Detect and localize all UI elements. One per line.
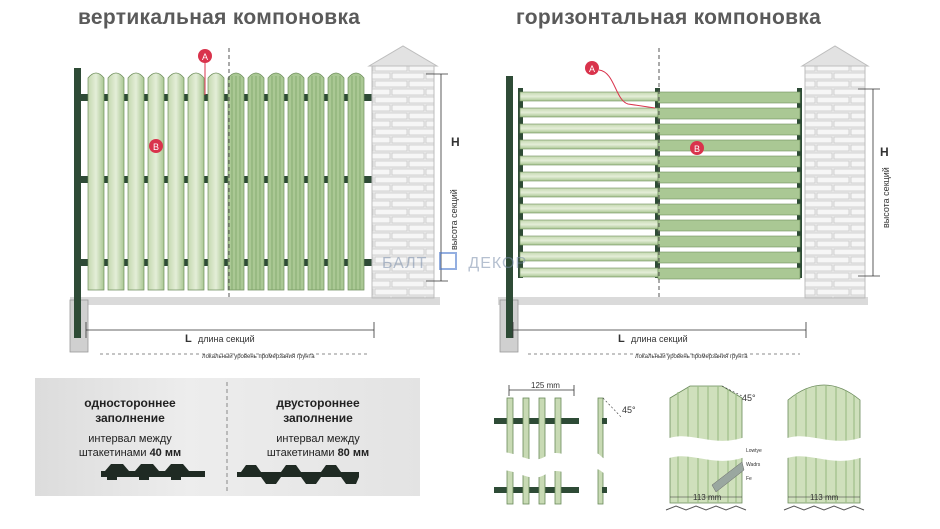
single-fill-text-1: интервал между (88, 433, 172, 445)
horizontal-picket (519, 155, 659, 166)
width-right-label: 113 mm (810, 493, 839, 502)
picket-profiles: Lowtye Wadrs Fe 45° 113 mm 113 mm (664, 384, 866, 511)
horizontal-pickets (519, 91, 801, 280)
vertical-picket (87, 72, 105, 291)
watermark-left: БАЛТ (382, 255, 428, 272)
length-label: длина секций (631, 334, 688, 344)
horizontal-picket (519, 267, 659, 278)
left-support (518, 88, 523, 278)
double-fill-text-2: штакетинами (266, 447, 335, 459)
layer-label-2: Wadrs (746, 462, 761, 468)
watermark-logo-icon (438, 252, 457, 270)
ground (70, 297, 440, 305)
brick-pillar (804, 65, 866, 299)
marker-a-label: A (202, 52, 208, 62)
angle-top-label: 45° (742, 393, 756, 403)
vertical-picket (107, 72, 125, 291)
single-fill-title-1: одностороннее (84, 396, 176, 410)
single-fill-title-2: заполнение (95, 411, 165, 425)
horizontal-picket (657, 203, 801, 216)
horizontal-picket (657, 251, 801, 264)
horizontal-picket (657, 155, 801, 168)
horizontal-picket (657, 171, 801, 184)
horizontal-picket (519, 187, 659, 198)
horizontal-picket (657, 139, 801, 152)
horizontal-picket (519, 251, 659, 262)
height-label: высота секций (881, 167, 891, 228)
horizontal-picket (519, 91, 659, 102)
middle-rail (81, 176, 373, 183)
vertical-picket (207, 72, 225, 291)
marker-a-leader (598, 69, 656, 109)
horizontal-picket (657, 267, 801, 280)
horizontal-picket (519, 203, 659, 214)
horizontal-picket (519, 107, 659, 118)
horizontal-picket (519, 123, 659, 134)
marker-b-label: B (153, 142, 159, 152)
ground-level-label: локальный уровень промерзания грунта (635, 353, 748, 360)
double-fill-title-1: двустороннее (276, 396, 360, 410)
height-letter: H (451, 135, 460, 149)
horizontal-picket (519, 171, 659, 182)
horizontal-picket (657, 107, 801, 120)
watermark-right: ДЕКОР (468, 255, 528, 272)
pillar-cap (800, 45, 870, 67)
length-letter: L (185, 333, 192, 345)
marker-a-label: A (589, 64, 595, 74)
double-fill-text-1: интервал между (276, 433, 360, 445)
length-label: длина секций (198, 334, 255, 344)
profile-sections (101, 382, 359, 492)
metal-post (74, 68, 81, 338)
middle-support (655, 88, 660, 278)
vertical-pickets (87, 72, 365, 291)
single-fill-text-2: штакетинами (78, 447, 147, 459)
ground-level-label: локальный уровень промерзания грунта (202, 353, 315, 360)
height-letter: H (880, 145, 889, 159)
single-fill-value: 40 мм (149, 447, 182, 459)
horizontal-picket (519, 235, 659, 246)
horizontal-picket (657, 123, 801, 136)
length-letter: L (618, 333, 625, 345)
horizontal-picket (519, 139, 659, 150)
lattice-detail: 125 mm 45° (494, 381, 636, 505)
fill-info-panel: одностороннее заполнение интервал между … (35, 378, 420, 496)
horizontal-layout-title: горизонтальная компоновка (516, 6, 822, 29)
width-left-label: 113 mm (693, 493, 722, 502)
single-fill-block: одностороннее заполнение интервал между … (45, 396, 215, 460)
top-rail (81, 94, 373, 101)
marker-a (198, 49, 212, 63)
vertical-layout-title: вертикальная компоновка (78, 6, 361, 29)
double-fill-title-2: заполнение (283, 411, 353, 425)
horizontal-fence: A B H высота секций L длина секций локал… (498, 45, 891, 360)
spacing-label: 125 mm (531, 381, 560, 390)
horizontal-picket (657, 91, 801, 104)
horizontal-picket (657, 219, 801, 232)
marker-a (585, 61, 599, 75)
vertical-picket (127, 72, 145, 291)
angle-side-label: 45° (622, 405, 636, 415)
horizontal-picket (657, 187, 801, 200)
ground (498, 297, 868, 305)
watermark: БАЛТ ДЕКОР (382, 252, 527, 273)
vertical-picket (167, 72, 185, 291)
horizontal-picket (519, 219, 659, 230)
height-label: высота секций (449, 189, 459, 250)
metal-post (506, 76, 513, 338)
vertical-fence: A B H высота секций L длина секций локал… (69, 45, 460, 360)
marker-b (690, 141, 704, 155)
double-fill-block: двустороннее заполнение интервал между ш… (233, 396, 403, 460)
layer-label-3: Fe (746, 476, 752, 482)
marker-b-label: B (694, 144, 700, 154)
layer-label-1: Lowtye (746, 448, 762, 454)
bottom-rail (81, 259, 373, 266)
vertical-picket (187, 72, 205, 291)
vertical-picket (147, 72, 165, 291)
horizontal-picket (657, 235, 801, 248)
pillar-cap (367, 45, 439, 67)
marker-b (149, 139, 163, 153)
double-fill-value: 80 мм (337, 447, 370, 459)
